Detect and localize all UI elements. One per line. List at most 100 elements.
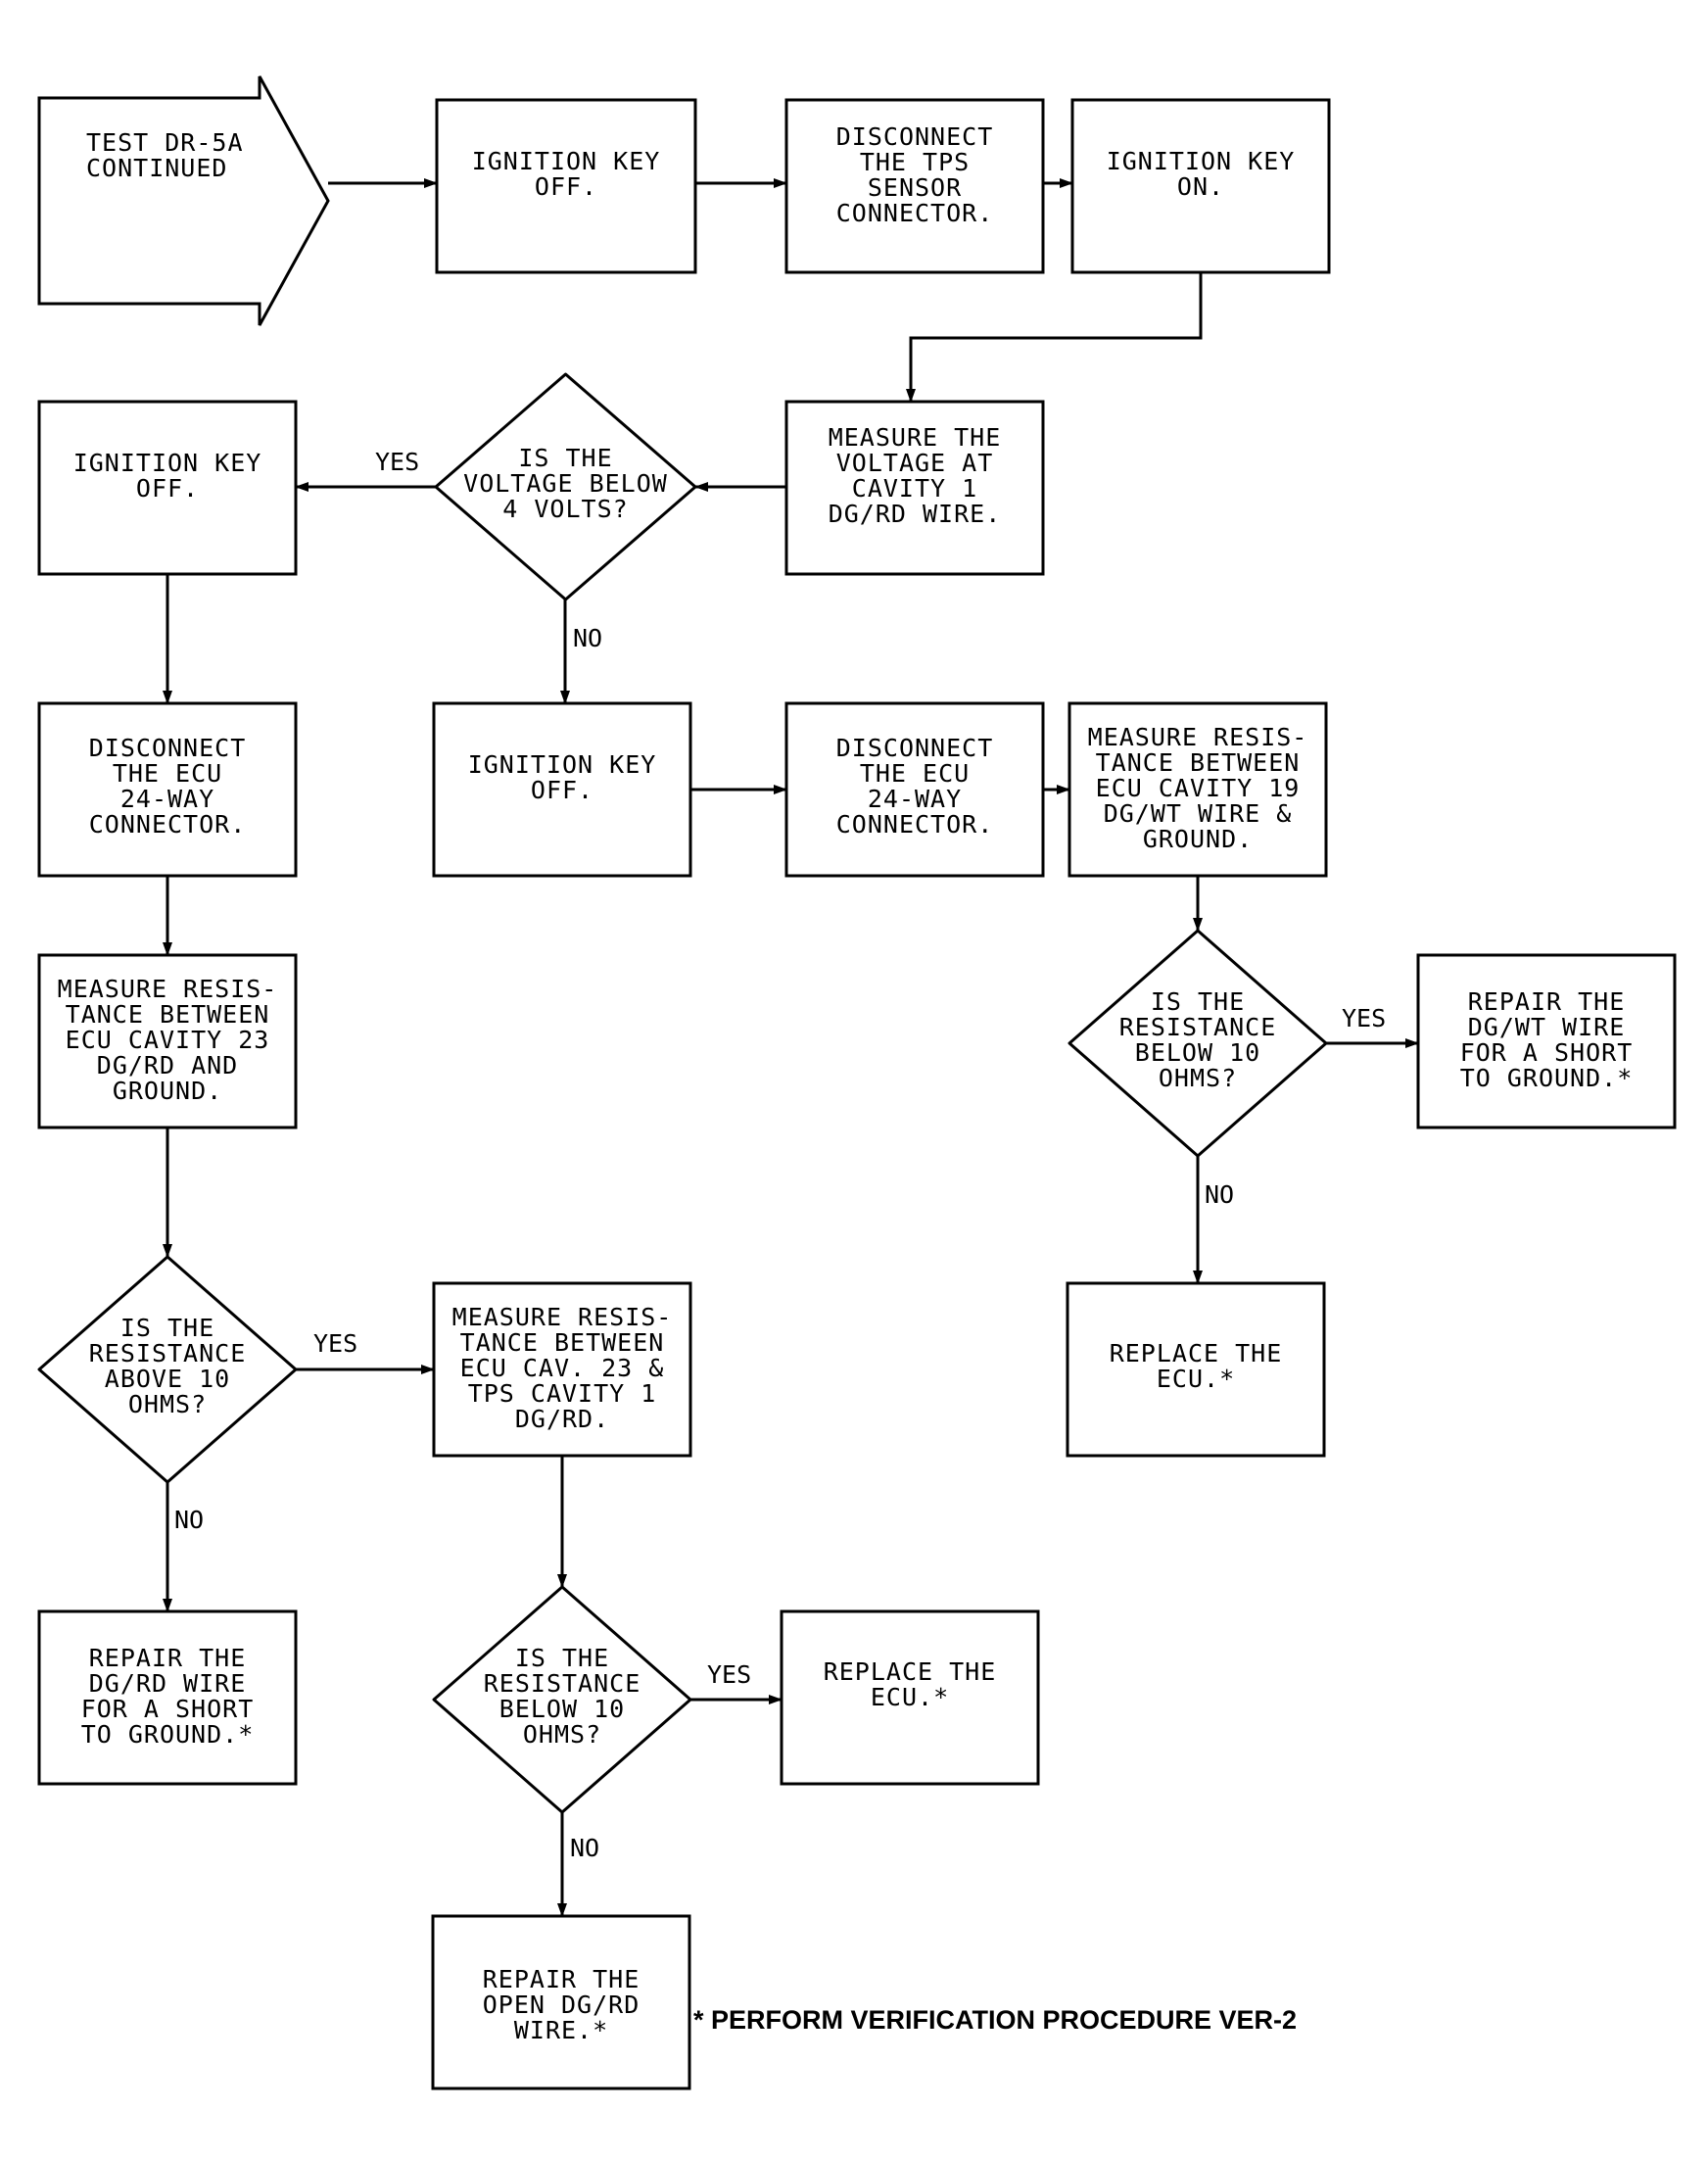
node-text-line: WIRE.* bbox=[514, 2016, 608, 2044]
node-text-line: DISCONNECT bbox=[836, 122, 994, 151]
process-box bbox=[784, 701, 1045, 878]
node-text-line: REPAIR THE bbox=[483, 1965, 640, 1993]
process-box bbox=[432, 1281, 692, 1458]
node-text-line: MEASURE THE bbox=[829, 423, 1002, 452]
node-text-line: IGNITION KEY bbox=[1107, 147, 1296, 175]
footnote-verification: * PERFORM VERIFICATION PROCEDURE VER-2 bbox=[693, 2005, 1297, 2035]
node-text-line: MEASURE RESIS- bbox=[1088, 723, 1308, 751]
decision-diamond bbox=[432, 1585, 692, 1814]
process-box bbox=[780, 1609, 1040, 1786]
node-text-line: GROUND. bbox=[113, 1077, 222, 1105]
connector-arrow bbox=[906, 272, 1203, 403]
node-text-line: THE ECU bbox=[860, 759, 970, 788]
node-text-line: DG/RD WIRE. bbox=[829, 500, 1002, 528]
node-text-line: ECU CAVITY 19 bbox=[1096, 774, 1301, 802]
process-box bbox=[784, 98, 1045, 274]
edge-label-yes: YES bbox=[375, 448, 419, 476]
node-text-line: CONNECTOR. bbox=[836, 810, 994, 839]
node-text-line: CONNECTOR. bbox=[836, 199, 994, 227]
decision-diamond bbox=[434, 372, 697, 601]
node-text-line: ECU.* bbox=[1157, 1365, 1235, 1393]
process-box bbox=[431, 1914, 691, 2090]
node-text-line: CAVITY 1 bbox=[852, 474, 977, 503]
node-text-line: RESISTANCE bbox=[89, 1339, 247, 1367]
node-text-line: TPS CAVITY 1 bbox=[468, 1379, 657, 1408]
node-text-line: ON. bbox=[1177, 172, 1224, 201]
edge-label-yes: YES bbox=[707, 1660, 751, 1689]
process-box bbox=[37, 953, 298, 1129]
node-text-line: REPLACE THE bbox=[1110, 1339, 1283, 1367]
node-text-line: THE TPS bbox=[860, 148, 970, 176]
node-text-line: IS THE bbox=[1151, 987, 1245, 1016]
node-text-line: DG/RD WIRE bbox=[89, 1669, 247, 1698]
process-box bbox=[37, 400, 298, 576]
node-text-line: 24-WAY bbox=[868, 785, 962, 813]
node-text-line: REPAIR THE bbox=[1468, 987, 1626, 1016]
node-text-line: TO GROUND.* bbox=[81, 1720, 255, 1749]
node-text-line: DG/RD. bbox=[515, 1405, 609, 1433]
node-text-line: OHMS? bbox=[523, 1720, 601, 1749]
node-text-line: OFF. bbox=[136, 474, 199, 503]
node-text-line: REPAIR THE bbox=[89, 1644, 247, 1672]
node-text-line: 24-WAY bbox=[120, 785, 214, 813]
edge-label-yes: YES bbox=[313, 1329, 357, 1358]
process-box bbox=[1066, 1281, 1326, 1458]
node-text-line: IGNITION KEY bbox=[472, 147, 661, 175]
node-text-line: 4 VOLTS? bbox=[502, 495, 628, 523]
node-text-line: ECU.* bbox=[871, 1683, 949, 1711]
node-text-line: FOR A SHORT bbox=[81, 1695, 255, 1723]
node-text-line: THE ECU bbox=[113, 759, 222, 788]
node-text-line: TANCE BETWEEN bbox=[1096, 748, 1301, 777]
decision-diamond bbox=[37, 1255, 298, 1484]
node-text-line: DISCONNECT bbox=[836, 734, 994, 762]
node-text-line: REPLACE THE bbox=[824, 1657, 997, 1686]
edge-label-no: NO bbox=[174, 1506, 204, 1534]
node-text-line: SENSOR bbox=[868, 173, 962, 202]
process-box bbox=[435, 98, 697, 274]
node-text-line: CONTINUED bbox=[86, 154, 227, 182]
node-text-line: BELOW 10 bbox=[499, 1695, 625, 1723]
process-box bbox=[37, 1609, 298, 1786]
node-text-line: CONNECTOR. bbox=[89, 810, 247, 839]
process-box bbox=[1416, 953, 1677, 1129]
decision-diamond bbox=[1068, 929, 1328, 1158]
process-box bbox=[432, 701, 692, 878]
node-text-line: BELOW 10 bbox=[1135, 1038, 1260, 1067]
edge-label-no: NO bbox=[1205, 1180, 1234, 1209]
node-text-line: GROUND. bbox=[1143, 825, 1253, 853]
node-text-line: DG/WT WIRE bbox=[1468, 1013, 1626, 1041]
node-text-line: IGNITION KEY bbox=[468, 750, 657, 779]
node-text-line: ECU CAVITY 23 bbox=[66, 1026, 270, 1054]
